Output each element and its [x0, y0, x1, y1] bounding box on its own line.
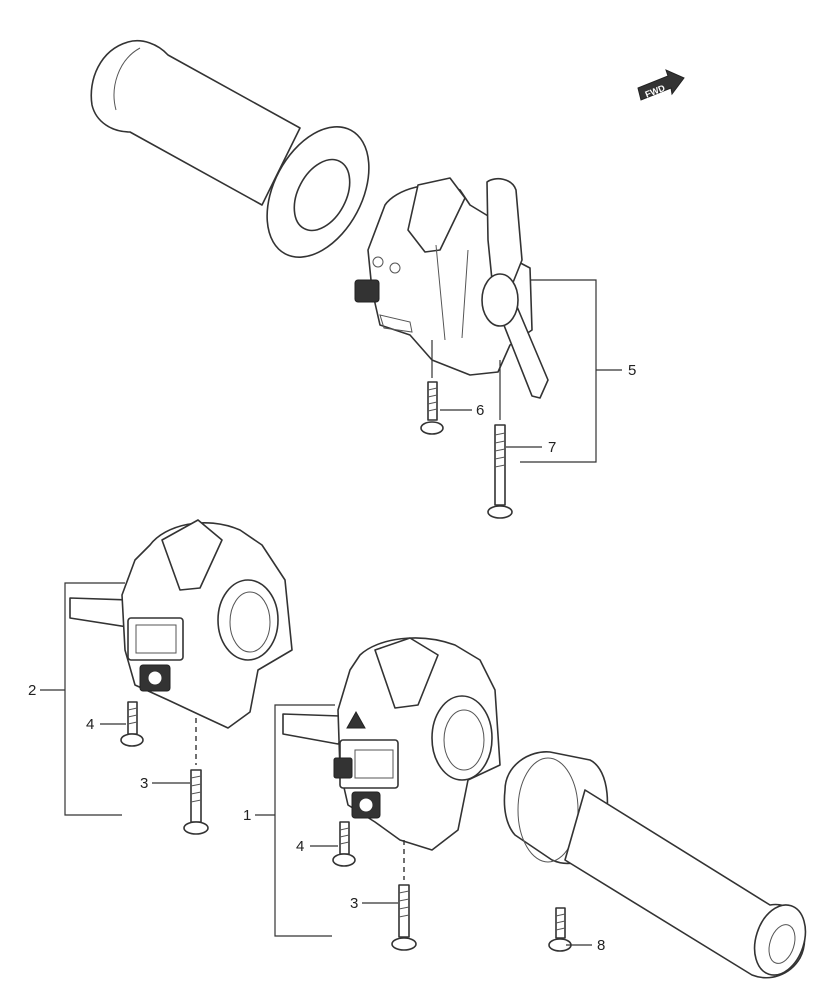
callout-8: 8: [597, 937, 605, 954]
callout-3-lower: 3: [350, 895, 358, 912]
right-switch-assembly-top: [354, 177, 549, 399]
switch-knob-icon: [333, 757, 353, 779]
screw-3-left: [183, 769, 209, 835]
callout-3-left: 3: [140, 775, 148, 792]
screw-6: [420, 381, 444, 435]
switch-knob-icon: [354, 279, 380, 303]
left-switch-housing: [69, 519, 293, 729]
callout-4-lower: 4: [296, 838, 304, 855]
callout-2: 2: [28, 682, 36, 699]
throttle-grip: [503, 751, 807, 979]
callout-7: 7: [548, 439, 556, 456]
callout-4-left: 4: [86, 716, 94, 733]
callout-1: 1: [243, 807, 251, 824]
callout-6: 6: [476, 402, 484, 419]
hazard-warning-icon: [346, 710, 366, 729]
screw-4-left: [120, 701, 144, 747]
screw-3-lower: [391, 884, 417, 951]
right-switch-housing-lower: [282, 637, 501, 851]
screw-7: [487, 424, 513, 519]
screw-4-lower: [332, 821, 356, 867]
callout-5: 5: [628, 362, 636, 379]
left-handlebar-grip: [90, 39, 370, 258]
forward-direction-arrow: FWD: [637, 69, 685, 101]
